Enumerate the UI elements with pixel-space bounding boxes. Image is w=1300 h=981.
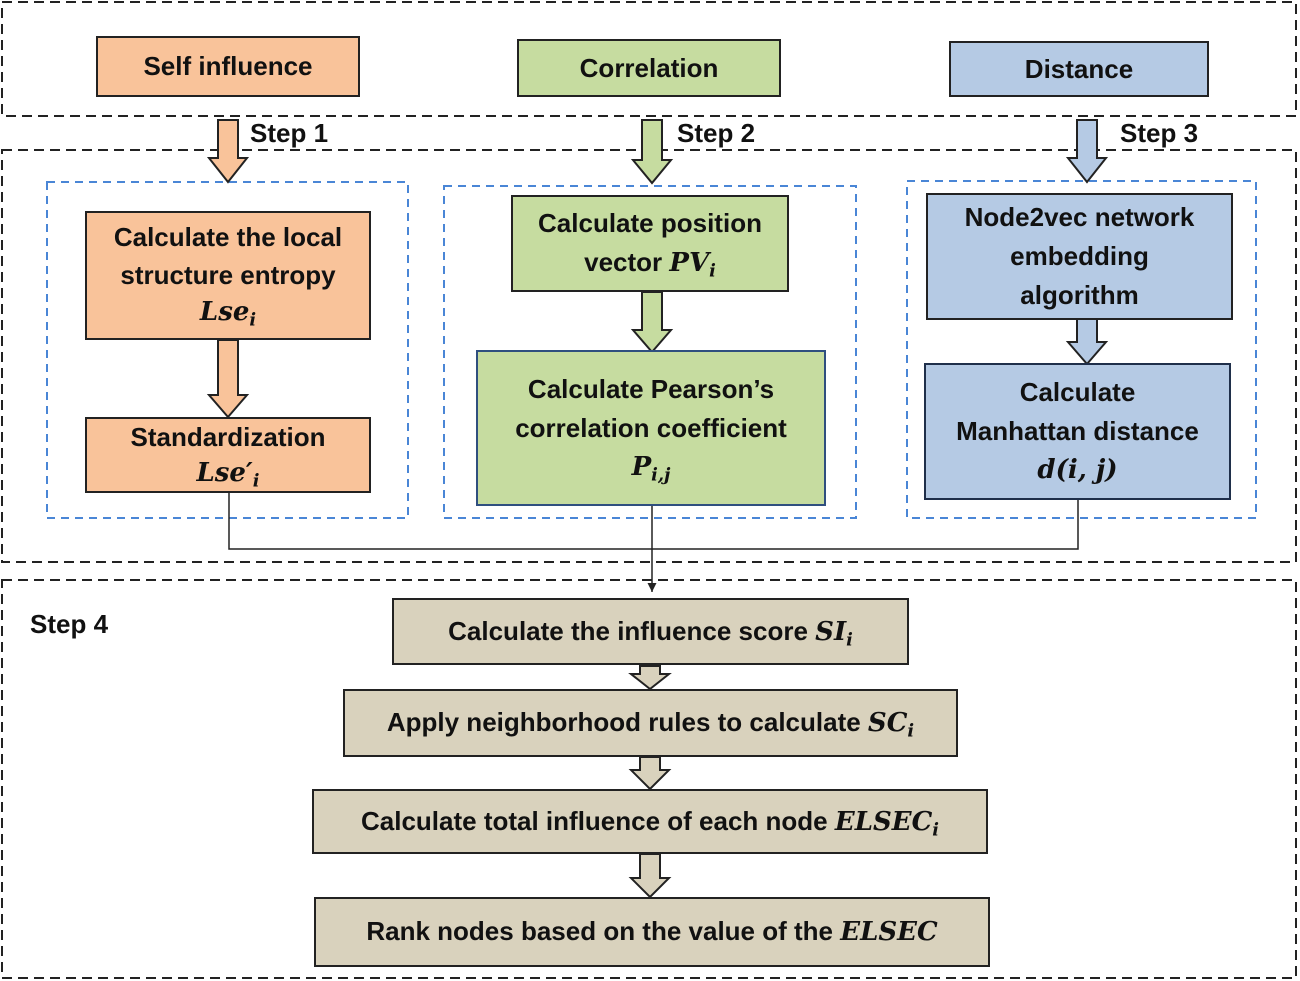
manhattan-line2: Manhattan distance [956, 416, 1199, 446]
arrow-step4-b [628, 756, 672, 791]
arrow-step3 [1065, 119, 1109, 184]
neighborhood-rules-text: Apply neighborhood rules to calculate SC… [386, 707, 915, 742]
arrow-step1 [206, 119, 250, 184]
distance-box: Distance [949, 41, 1209, 97]
step3-panel [906, 180, 1257, 519]
node2vec-box: Node2vec network embedding algorithm [926, 193, 1233, 320]
arrow-position-to-pearson [630, 291, 674, 354]
influence-score-text: Calculate the influence score SIi [448, 615, 853, 650]
distance-label: Distance [1024, 53, 1134, 84]
self-influence-label: Self influence [143, 51, 313, 81]
local-entropy-line2: structure entropy [120, 259, 336, 290]
standardization-box: Standardization Lse′i [85, 417, 371, 493]
step1-label: Step 1 [250, 118, 329, 148]
standardization-label: Standardization [130, 421, 326, 452]
pearson-line2: correlation coefficient [515, 412, 787, 443]
arrow-step4-c [628, 853, 672, 899]
neighborhood-rules-box: Apply neighborhood rules to calculate SC… [343, 689, 958, 757]
step2-panel [443, 185, 857, 519]
pearson-formula: Pi,j [631, 451, 671, 485]
arrow-lse-to-standardization [206, 339, 250, 419]
manhattan-box: Calculate Manhattan distance d(i, j) [924, 363, 1231, 500]
local-entropy-line1: Calculate the local [113, 221, 343, 252]
step1-panel [46, 181, 409, 519]
manhattan-line1: Calculate [1019, 377, 1136, 407]
step3-label: Step 3 [1120, 118, 1199, 148]
node2vec-line3: algorithm [1020, 280, 1139, 310]
position-vector-box: Calculate position vector PVi [511, 195, 789, 292]
arrow-step2 [630, 119, 674, 185]
node2vec-line2: embedding [1010, 241, 1149, 271]
bottom-panel [1, 579, 1297, 979]
top-panel [1, 1, 1297, 117]
manhattan-formula: d(i, j) [1037, 455, 1118, 485]
arrow-step4-a [628, 665, 672, 691]
correlation-label: Correlation [579, 52, 719, 83]
pearson-line1: Calculate Pearson’s [527, 373, 775, 404]
pearson-box: Calculate Pearson’s correlation coeffici… [476, 350, 826, 506]
total-influence-text: Calculate total influence of each node E… [361, 805, 939, 840]
arrow-node2vec-to-manhattan [1065, 318, 1109, 366]
local-entropy-formula: Lsei [199, 297, 257, 331]
rank-nodes-text: Rank nodes based on the value of the ELS… [366, 916, 938, 947]
standardization-formula: Lse′i [196, 458, 260, 492]
self-influence-box: Self influence [96, 36, 360, 97]
connector-step3 [652, 500, 1079, 550]
total-influence-box: Calculate total influence of each node E… [312, 789, 988, 854]
correlation-box: Correlation [517, 39, 781, 97]
connector-step1 [228, 492, 652, 550]
local-entropy-box: Calculate the local structure entropy Ls… [85, 211, 371, 340]
influence-score-box: Calculate the influence score SIi [392, 598, 909, 665]
node2vec-line1: Node2vec network [964, 202, 1195, 232]
step4-label: Step 4 [30, 609, 109, 639]
step2-label: Step 2 [677, 118, 756, 148]
rank-nodes-box: Rank nodes based on the value of the ELS… [314, 897, 990, 967]
position-vector-line1: Calculate position [538, 208, 762, 238]
position-vector-line2: vector PVi [584, 247, 716, 282]
